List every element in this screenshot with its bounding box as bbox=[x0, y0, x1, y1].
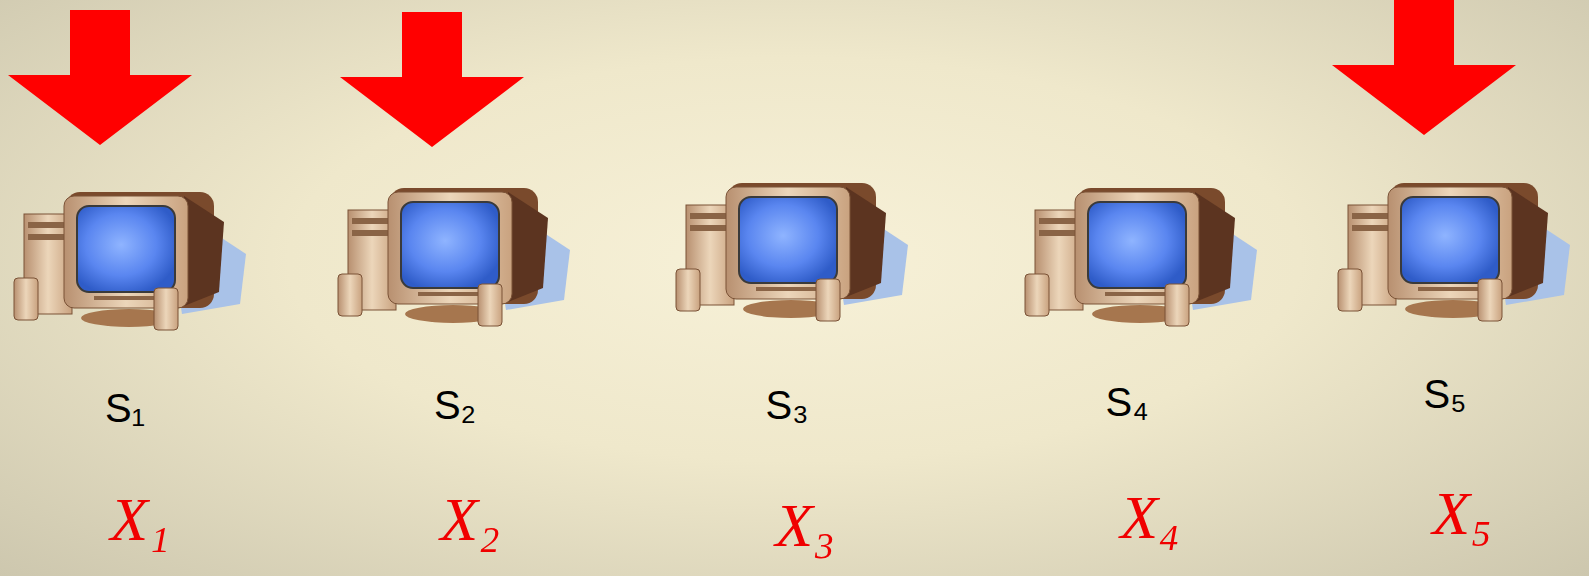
station-label: S₂ bbox=[434, 385, 476, 425]
station-label: S₃ bbox=[766, 385, 809, 425]
variable-label: X₁ bbox=[110, 488, 169, 550]
station-label: S₄ bbox=[1105, 382, 1148, 422]
computer-icon bbox=[1338, 183, 1570, 321]
variable-label: X₂ bbox=[440, 488, 499, 550]
red-arrow bbox=[1332, 0, 1516, 135]
computer-icon bbox=[338, 188, 570, 326]
station-label: S₁ bbox=[105, 388, 145, 428]
variable-label: X₄ bbox=[1120, 486, 1179, 548]
computer-icon bbox=[14, 192, 246, 330]
computer-icon bbox=[676, 183, 908, 321]
variable-label: X₅ bbox=[1432, 482, 1491, 544]
red-arrow bbox=[340, 12, 524, 147]
variable-label: X₃ bbox=[775, 494, 834, 556]
station-label: S₅ bbox=[1424, 374, 1467, 414]
red-arrow bbox=[8, 10, 192, 145]
computer-icon bbox=[1025, 188, 1257, 326]
